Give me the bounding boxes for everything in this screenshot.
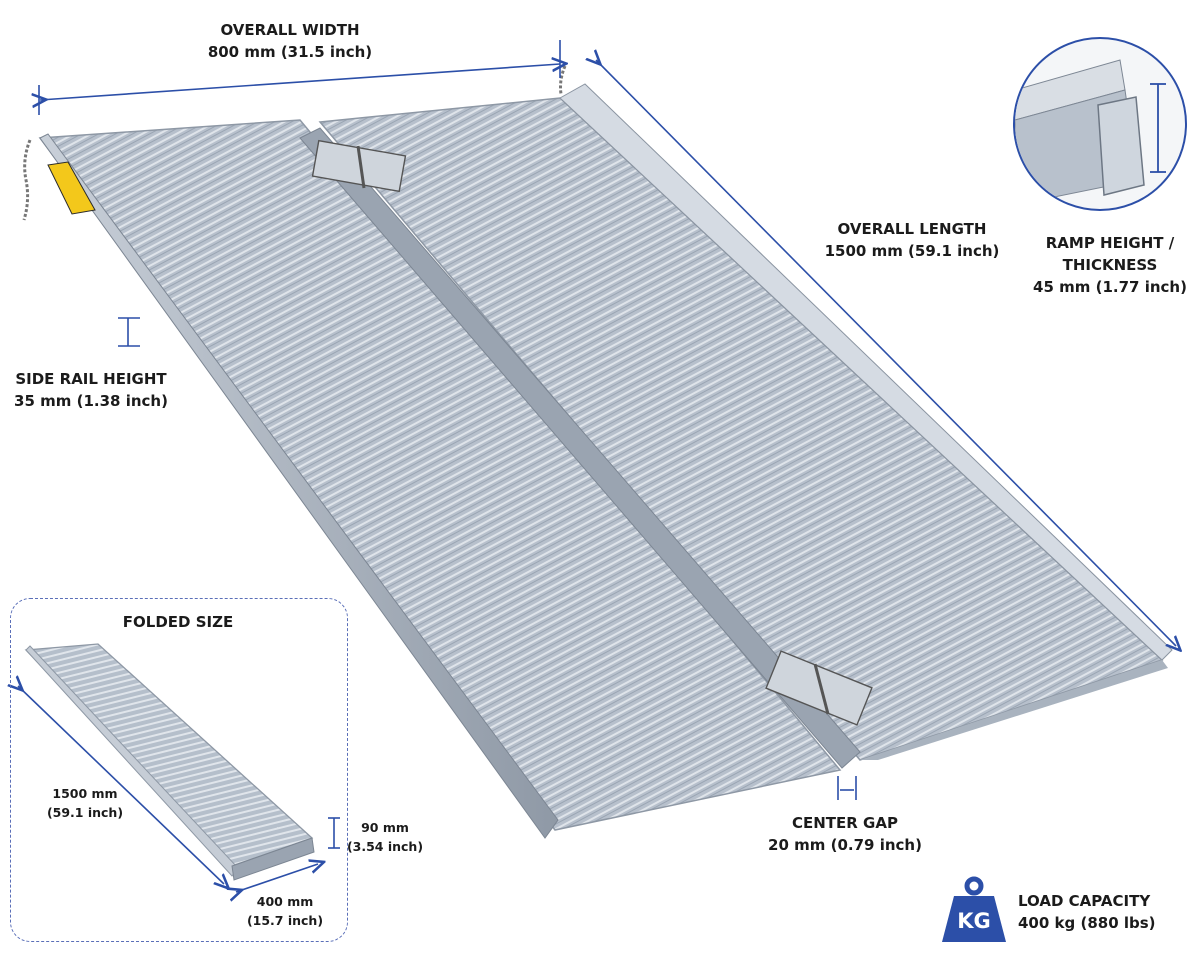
folded-length-label: 1500 mm (59.1 inch) xyxy=(30,784,140,822)
load-capacity-label: LOAD CAPACITY 400 kg (880 lbs) xyxy=(1018,890,1168,934)
center-gap-label: CENTER GAP 20 mm (0.79 inch) xyxy=(760,812,930,856)
folded-height-line2: (3.54 inch) xyxy=(346,839,424,854)
ramp-height-title-line2: THICKNESS xyxy=(1062,256,1158,274)
folded-size-title: FOLDED SIZE xyxy=(122,613,234,631)
load-capacity-value: 400 kg (880 lbs) xyxy=(1018,914,1156,932)
overall-width-label: OVERALL WIDTH 800 mm (31.5 inch) xyxy=(190,19,390,63)
overall-width-value: 800 mm (31.5 inch) xyxy=(207,43,373,61)
load-capacity-title: LOAD CAPACITY xyxy=(1018,892,1151,910)
ramp-height-label: RAMP HEIGHT / THICKNESS 45 mm (1.77 inch… xyxy=(1020,232,1200,298)
folded-ramp-graphic xyxy=(18,643,340,892)
folded-size-panel xyxy=(10,598,348,942)
folded-height-line1: 90 mm xyxy=(361,820,409,835)
weight-icon-text: KG xyxy=(957,909,991,933)
ramp-height-title-line1: RAMP HEIGHT / xyxy=(1045,234,1175,252)
folded-length-line1: 1500 mm xyxy=(52,786,118,801)
rail-profile-detail xyxy=(1013,37,1187,211)
bottom-hinge-graphic xyxy=(765,650,873,726)
folded-length-line2: (59.1 inch) xyxy=(46,805,124,820)
folded-width-line1: 400 mm xyxy=(256,894,314,909)
side-rail-height-title: SIDE RAIL HEIGHT xyxy=(15,370,167,388)
top-hinge-graphic xyxy=(311,139,407,193)
overall-length-label: OVERALL LENGTH 1500 mm (59.1 inch) xyxy=(812,218,1012,262)
ramp-height-value: 45 mm (1.77 inch) xyxy=(1033,278,1187,296)
folded-height-label: 90 mm (3.54 inch) xyxy=(340,818,430,856)
weight-icon xyxy=(942,876,1006,942)
center-gap-value: 20 mm (0.79 inch) xyxy=(768,836,922,854)
overall-length-title: OVERALL LENGTH xyxy=(837,220,987,238)
overall-width-title: OVERALL WIDTH xyxy=(220,21,360,39)
overall-length-value: 1500 mm (59.1 inch) xyxy=(824,242,1000,260)
folded-width-label: 400 mm (15.7 inch) xyxy=(240,892,330,930)
side-rail-height-label: SIDE RAIL HEIGHT 35 mm (1.38 inch) xyxy=(6,368,176,412)
center-gap-title: CENTER GAP xyxy=(792,814,898,832)
side-rail-height-value: 35 mm (1.38 inch) xyxy=(14,392,168,410)
folded-width-line2: (15.7 inch) xyxy=(246,913,324,928)
dimension-lines xyxy=(39,40,1176,800)
